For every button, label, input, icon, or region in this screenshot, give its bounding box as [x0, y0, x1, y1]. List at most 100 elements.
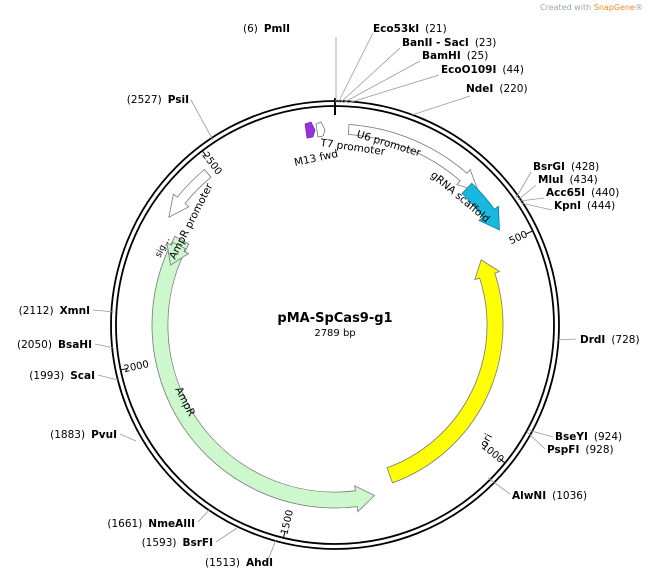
svg-text:BamHI(25): BamHI (25) [422, 50, 488, 62]
sig-feature[interactable] [166, 241, 190, 266]
leader-line-eco53ki [337, 32, 374, 104]
leader-line-bsrfi [215, 527, 238, 543]
leader-line-acc65i [519, 197, 545, 202]
leader-line-ndei [411, 95, 471, 116]
site-pos-nmeaiii: (1661) [107, 518, 142, 530]
plasmid-size: 2789 bp [314, 328, 355, 339]
svg-text:PspFI(928): PspFI (928) [547, 444, 614, 456]
svg-text:(2050)BsaHI: (2050) BsaHI [17, 339, 92, 351]
svg-text:(2527)PsiI: (2527) PsiI [127, 94, 189, 106]
site-pos-psii: (2527) [127, 94, 162, 106]
site-name-bamhi: BamHI [422, 50, 461, 62]
svg-text:BseYI(924): BseYI(924) [555, 431, 622, 443]
site-name-scai: ScaI [70, 370, 95, 382]
leader-line-alwni [487, 477, 511, 495]
svg-text:KpnI(444): KpnI (444) [554, 200, 615, 212]
svg-text:EcoO109I(44): EcoO109I (44) [441, 64, 524, 76]
site-name-bsrfi: BsrFI [182, 537, 213, 549]
snapgene-watermark: Created with SnapGene® [540, 3, 643, 12]
svg-text:MluI(434): MluI (434) [538, 174, 598, 186]
svg-text:Acc65I(440): Acc65I (440) [546, 187, 619, 199]
site-pos-pspfi: (928) [585, 444, 613, 456]
t7-promoter-feature[interactable] [315, 121, 326, 138]
site-name-banii-saci: BanII - SacI [402, 37, 469, 49]
svg-text:DrdI(728): DrdI(728) [580, 334, 640, 346]
leader-line-scai [97, 374, 119, 381]
svg-text:(1593)BsrFI: (1593) BsrFI [142, 537, 213, 549]
leader-line-drdi [556, 338, 577, 341]
site-name-ndei: NdeI [466, 83, 493, 95]
site-name-pspfi: PspFI [547, 444, 579, 456]
site-pos-xmni: (2112) [19, 305, 54, 317]
leader-line-ecoo109i [347, 74, 440, 104]
leader-line-xmni [92, 309, 115, 313]
site-pos-bseyi: (924) [594, 431, 622, 443]
tick-mark-2000 [120, 368, 128, 371]
site-name-psii: PsiI [168, 94, 189, 106]
site-name-bsrgi: BsrGI [533, 161, 565, 173]
ori-label: ori [478, 432, 495, 450]
leader-line-ahdi [267, 539, 277, 561]
ampr-feature[interactable] [151, 235, 376, 513]
leader-line-bamhi [342, 60, 421, 104]
leader-line-nmeaiii [197, 508, 211, 523]
site-name-xmni: XmnI [60, 305, 90, 317]
grna-scaffold-feature[interactable] [461, 182, 500, 231]
svg-text:(6)PmlI: (6) PmlI [243, 23, 290, 35]
tick-label-1000: 1000 [479, 441, 506, 466]
site-name-eco53ki: Eco53kI [373, 23, 419, 35]
leader-line-kpni [520, 202, 553, 211]
svg-text:(1513)AhdI: (1513) AhdI [205, 557, 273, 569]
site-pos-ndei: (220) [499, 83, 527, 95]
site-pos-bamhi: (25) [467, 50, 489, 62]
site-pos-pvui: (1883) [50, 429, 85, 441]
tick-label-2000: 2000 [123, 359, 150, 375]
site-pos-bsrfi: (1593) [142, 537, 177, 549]
svg-text:NdeI(220): NdeI (220) [466, 83, 528, 95]
site-name-nmeaiii: NmeAIII [148, 518, 195, 530]
tick-mark-500 [526, 230, 533, 235]
site-name-alwni: AlwNI [512, 490, 546, 502]
tick-label-500: 500 [508, 229, 530, 247]
site-name-ecoo109i: EcoO109I [441, 64, 496, 76]
svg-text:AlwNI(1036): AlwNI(1036) [512, 490, 587, 502]
svg-text:(2112)XmnI: (2112) XmnI [19, 305, 90, 317]
m13-fwd-feature[interactable] [304, 121, 316, 139]
leader-line-bsrgi [515, 171, 532, 199]
site-name-mlui: MluI [538, 174, 563, 186]
svg-text:(1883)PvuI: (1883) PvuI [50, 429, 117, 441]
site-name-bsahi: BsaHI [58, 339, 92, 351]
site-name-drdi: DrdI [580, 334, 605, 346]
site-pos-ecoo109i: (44) [502, 64, 524, 76]
leader-line-bsahi [94, 343, 115, 349]
site-pos-mlui: (434) [569, 174, 597, 186]
site-name-ahdi: AhdI [246, 557, 273, 569]
site-name-acc65i: Acc65I [546, 187, 585, 199]
svg-text:(1993)ScaI: (1993)ScaI [29, 370, 95, 382]
leader-line-banii-saci [339, 47, 401, 104]
leader-line-pspfi [526, 431, 546, 450]
site-pos-acc65i: (440) [591, 187, 619, 199]
m13-fwd-label: M13 fwd [293, 148, 339, 169]
ampr-promoter-feature[interactable] [168, 168, 212, 218]
u6-promoter-feature[interactable] [347, 124, 479, 192]
site-pos-bsrgi: (428) [571, 161, 599, 173]
site-pos-ahdi: (1513) [205, 557, 240, 569]
site-name-pvui: PvuI [91, 429, 117, 441]
leader-line-pvui [119, 433, 137, 442]
site-pos-kpni: (444) [587, 200, 615, 212]
tick-mark-1500 [282, 530, 286, 538]
site-pos-bsahi: (2050) [17, 339, 52, 351]
leader-line-psii [190, 99, 214, 141]
svg-text:BanII - SacI(23): BanII - SacI(23) [402, 37, 496, 49]
leader-line-mlui [517, 184, 537, 201]
ori-feature[interactable] [386, 259, 504, 484]
leader-line-bseyi [527, 429, 554, 438]
site-pos-pmli: (6) [243, 23, 258, 35]
svg-text:Eco53kI(21): Eco53kI(21) [373, 23, 447, 35]
svg-text:BsrGI(428): BsrGI (428) [533, 161, 599, 173]
tick-mark-2500 [201, 150, 207, 157]
site-name-pmli: PmlI [264, 23, 290, 35]
site-name-kpni: KpnI [554, 200, 581, 212]
